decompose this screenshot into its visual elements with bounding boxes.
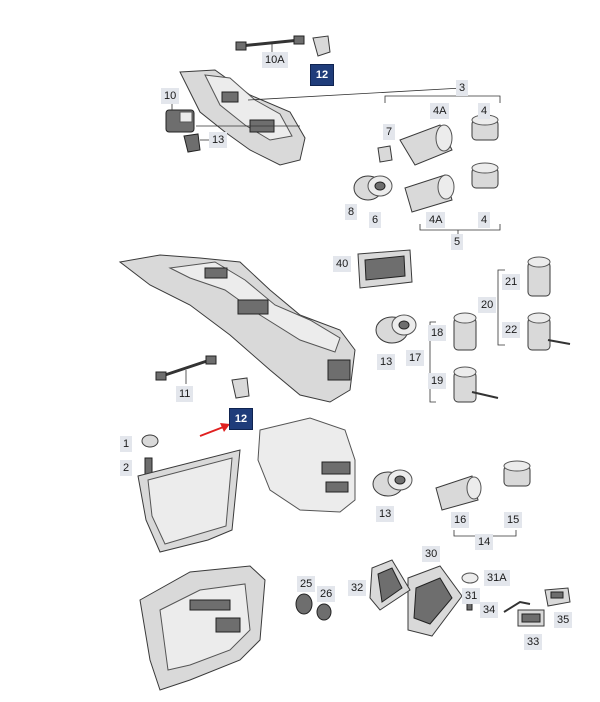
label-31A: 31A	[484, 570, 510, 586]
socket-19	[453, 366, 499, 403]
label-13-top: 13	[209, 132, 228, 148]
label-7: 7	[383, 124, 396, 140]
label-13-low: 13	[376, 506, 395, 522]
cap-4-top	[471, 114, 499, 141]
label-30: 30	[422, 546, 441, 562]
part-25	[295, 593, 313, 615]
rear-panel	[139, 565, 266, 691]
label-12-mid: 12	[229, 408, 253, 430]
label-32: 32	[348, 580, 367, 596]
label-2: 2	[120, 460, 133, 476]
socket-4A-top	[399, 124, 453, 166]
label-20: 20	[478, 297, 497, 313]
label-11: 11	[176, 386, 194, 402]
socket-16	[435, 475, 482, 511]
panel-40	[357, 249, 413, 289]
label-4A-top: 4A	[430, 103, 450, 119]
wire-34	[503, 600, 531, 613]
center-console-large	[118, 254, 356, 403]
label-22: 22	[502, 322, 521, 338]
ring-13-low	[372, 469, 413, 497]
cable-11	[155, 355, 217, 381]
socket-21	[527, 256, 551, 297]
label-10: 10	[161, 88, 180, 104]
pointer-arrow	[199, 423, 230, 437]
module-33	[517, 609, 545, 627]
module-35	[544, 587, 571, 607]
label-15: 15	[504, 512, 523, 528]
center-console-upper	[179, 69, 306, 166]
label-34: 34	[480, 602, 499, 618]
label-33: 33	[524, 634, 543, 650]
label-19: 19	[428, 373, 447, 389]
label-21: 21	[502, 274, 521, 290]
socket-18	[453, 312, 477, 351]
ring-13-mid	[375, 314, 417, 344]
label-25: 25	[297, 576, 316, 592]
bracket-32	[369, 559, 411, 611]
socket-4A-lower	[404, 174, 455, 213]
label-4A-lower: 4A	[426, 212, 446, 228]
cap-4-lower	[471, 162, 499, 189]
label-6: 6	[369, 212, 382, 228]
label-12-top: 12	[310, 64, 334, 86]
disc-31A	[461, 572, 479, 584]
console-rear	[257, 417, 356, 513]
label-4-lower: 4	[478, 212, 491, 228]
socket-22	[527, 312, 571, 351]
label-16: 16	[451, 512, 470, 528]
label-35: 35	[554, 612, 573, 628]
cable-10A	[235, 35, 305, 51]
part-1	[141, 434, 159, 448]
label-3: 3	[456, 80, 469, 96]
label-1: 1	[120, 436, 133, 452]
label-17: 17	[406, 350, 425, 366]
label-40: 40	[333, 256, 352, 272]
label-8: 8	[345, 204, 358, 220]
label-13-mid: 13	[377, 354, 396, 370]
label-26: 26	[317, 586, 336, 602]
ring-8-6	[353, 175, 393, 201]
part-26	[316, 603, 332, 621]
cap-15	[503, 460, 531, 487]
label-14: 14	[475, 534, 494, 550]
label-31: 31	[462, 588, 481, 604]
label-10A: 10A	[262, 52, 288, 68]
label-5: 5	[451, 234, 464, 250]
label-18: 18	[428, 325, 447, 341]
socket-10	[165, 109, 195, 133]
trim-panel	[137, 449, 241, 553]
bracket-30	[407, 565, 463, 637]
label-4-top: 4	[478, 103, 491, 119]
